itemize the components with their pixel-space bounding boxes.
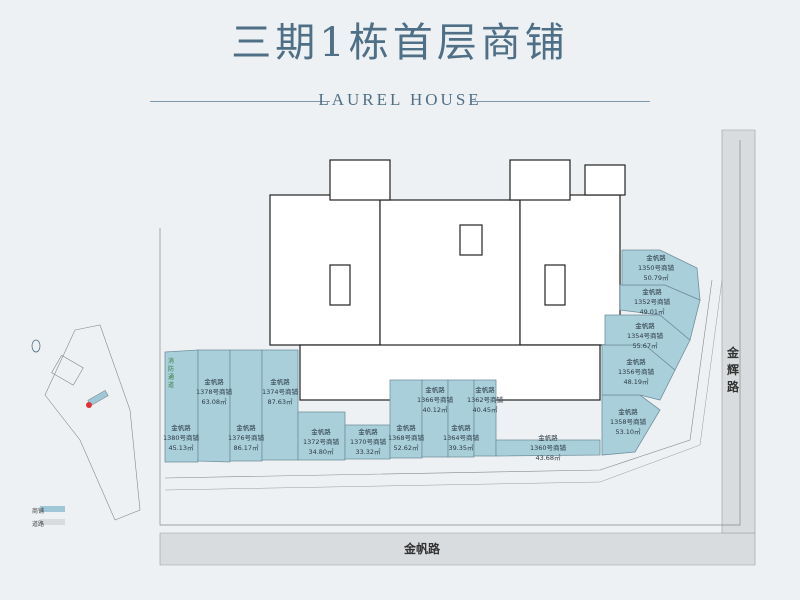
shop-area: 87.63㎡ [267,398,293,406]
shop-area: 53.10㎡ [615,428,641,436]
shop-label: 金帆路 1358号商铺 53.10㎡ [610,407,646,437]
legend-label-road: 道路 [32,521,45,528]
shop-name: 1376号商铺 [227,434,265,442]
shop-area: 43.68㎡ [535,454,561,462]
shop-label: 金帆路 1352号商铺 49.01㎡ [634,287,670,317]
divider-right [470,101,650,102]
shop-label: 金帆路 1364号商铺 39.35㎡ [443,423,479,453]
shop-name: 1380号商铺 [162,434,200,442]
sidewalk-line [164,279,713,479]
shop-name: 1370号商铺 [349,438,387,446]
shop-street: 金帆路 [646,254,666,262]
shop-area: 34.80㎡ [308,448,334,456]
shop-street: 金帆路 [171,424,191,432]
shop-label: 金帆路 1372号商铺 34.80㎡ [303,427,339,457]
shop-area: 48.19㎡ [623,378,649,386]
shop-name: 1378号商铺 [195,388,233,396]
building-core [269,159,626,401]
road-label-south: 金帆路 [404,542,441,556]
legend-swatch-road [40,519,65,525]
shop-area: 50.79㎡ [643,274,669,282]
shop-name: 1364号商铺 [442,434,480,442]
shop-street: 金帆路 [451,424,471,432]
shop-unit[interactable] [389,379,423,459]
shop-label: 金帆路 1350号商铺 50.79㎡ [638,253,674,283]
shop-area: 86.17㎡ [233,444,259,452]
shop-unit[interactable] [621,249,701,301]
shop-street: 金帆路 [538,434,558,442]
shop-unit[interactable] [229,349,263,462]
shop-unit[interactable] [447,379,475,458]
shop-name: 1374号商铺 [261,388,299,396]
page-subtitle: LAUREL HOUSE [318,90,482,109]
shop-unit[interactable] [297,411,346,461]
compass-icon [31,339,41,353]
shop-name: 1368号商铺 [387,434,425,442]
page-title: 三期1栋首层商铺 [231,20,569,66]
shop-street: 金帆路 [642,288,662,296]
shop-area: 52.62㎡ [393,444,419,452]
boundary-line [159,140,741,526]
shop-label: 金帆路 1380号商铺 45.13㎡ [163,423,199,453]
shop-area: 55.67㎡ [632,342,658,350]
shop-name: 1372号商铺 [302,438,340,446]
legend-label-shop: 商铺 [32,508,45,515]
shop-unit[interactable] [164,349,199,463]
shop-label: 金帆路 1376号商铺 86.17㎡ [228,423,264,453]
shop-unit[interactable] [344,424,391,460]
shop-name: 1354号商铺 [626,332,664,340]
shop-area: 63.08㎡ [201,398,227,406]
shop-unit[interactable] [495,439,601,457]
shop-name: 1350号商铺 [637,264,675,272]
shop-label: 金帆路 1368号商铺 52.62㎡ [388,423,424,453]
shop-area: 40.12㎡ [422,406,448,414]
shop-street: 金帆路 [635,322,655,330]
shop-street: 金帆路 [618,408,638,416]
road-south [159,532,756,566]
shop-label: 金帆路 1356号商铺 48.19㎡ [618,357,654,387]
sidewalk-line [164,279,723,491]
shop-unit[interactable] [197,349,231,463]
shops-layer [164,249,701,463]
shop-name: 1358号商铺 [609,418,647,426]
shop-label: 金帆路 1362号商铺 40.45㎡ [467,385,503,415]
shop-label: 金帆路 1370号商铺 33.32㎡ [350,427,386,457]
shop-street: 金帆路 [236,424,256,432]
shop-street: 金帆路 [358,428,378,436]
shop-label: 金帆路 1366号商铺 40.12㎡ [417,385,453,415]
shop-street: 金帆路 [204,378,224,386]
shop-name: 1366号商铺 [416,396,454,404]
shop-street: 金帆路 [396,424,416,432]
shop-street: 金帆路 [270,378,290,386]
shop-name: 1362号商铺 [466,396,504,404]
shop-street: 金帆路 [475,386,495,394]
shop-label: 金帆路 1360号商铺 43.68㎡ [530,433,566,463]
shop-street: 金帆路 [626,358,646,366]
shop-name: 1352号商铺 [633,298,671,306]
shop-label: 金帆路 1378号商铺 63.08㎡ [196,377,232,407]
shop-label: 金帆路 1354号商铺 55.67㎡ [627,321,663,351]
shop-name: 1356号商铺 [617,368,655,376]
fire-lane-label: 消防通道 [168,358,175,389]
legend-swatch-shop [40,506,65,512]
shop-area: 33.32㎡ [355,448,381,456]
shop-area: 45.13㎡ [168,444,194,452]
site-map [44,324,141,521]
road-east [721,129,756,534]
shop-street: 金帆路 [311,428,331,436]
shop-area: 39.35㎡ [448,444,474,452]
road-label-east: 金辉路 [726,346,739,394]
location-pin-icon [86,402,92,408]
shop-label: 金帆路 1374号商铺 87.63㎡ [262,377,298,407]
divider-left [150,101,330,102]
shop-street: 金帆路 [425,386,445,394]
shop-area: 40.45㎡ [472,406,498,414]
shop-name: 1360号商铺 [529,444,567,452]
shop-area: 49.01㎡ [639,308,665,316]
